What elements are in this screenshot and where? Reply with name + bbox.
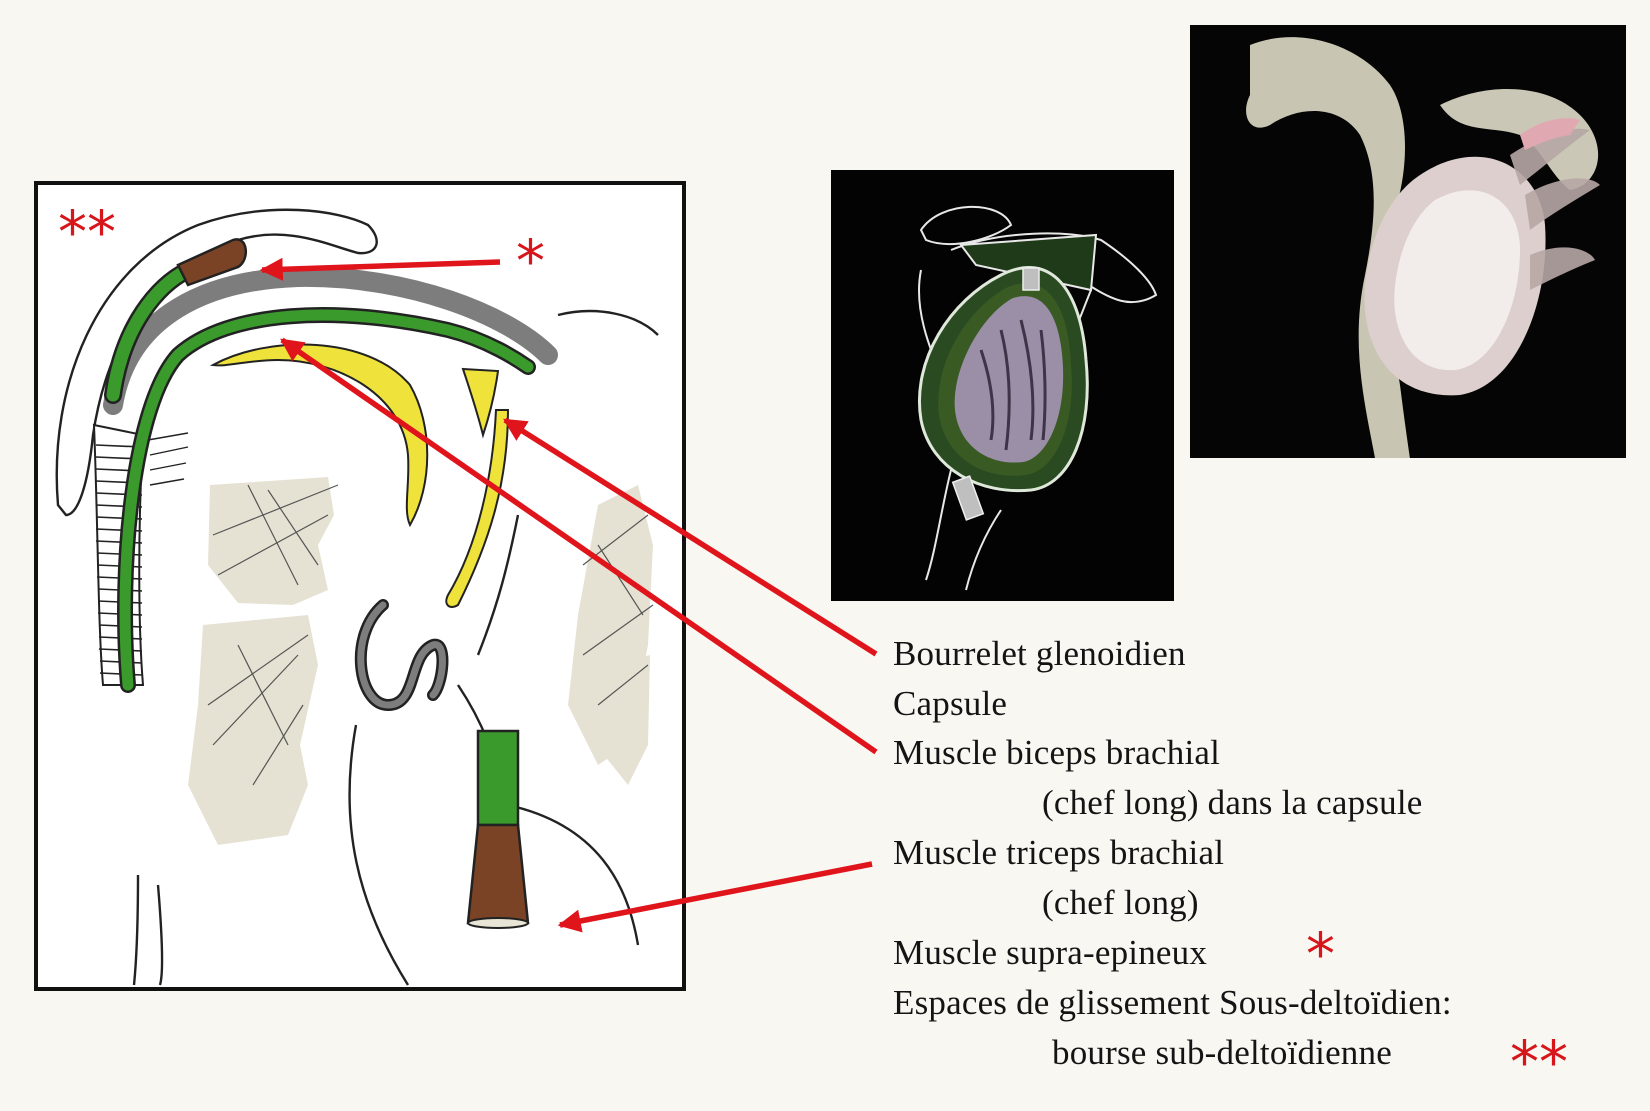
legend-biceps-1: Muscle biceps brachial: [893, 733, 1221, 772]
biceps-tendon-stump: [1022, 267, 1040, 291]
star-double-legend: **: [1510, 1028, 1568, 1096]
labrum-yellow-left: [209, 343, 429, 528]
legend-triceps-2: (chef long): [1042, 883, 1199, 922]
labrum-yellow-right: [461, 367, 500, 439]
legend-capsule: Capsule: [893, 684, 1008, 723]
diagram-drawing: [55, 208, 659, 986]
shoulder-3d-drawing: [1246, 37, 1600, 459]
legend-biceps-2: (chef long) dans la capsule: [1042, 783, 1423, 822]
star-single-legend: *: [1306, 920, 1335, 988]
shoulder-coronal-section-diagram: [34, 181, 686, 991]
star-double-diagram: **: [58, 198, 116, 266]
bursa-shape: [55, 208, 378, 517]
shoulder-3d-render: [1190, 25, 1626, 459]
arrow-triceps: [557, 861, 873, 933]
glenoid-labrum-illustration: [831, 170, 1174, 601]
legend-triceps-1: Muscle triceps brachial: [893, 833, 1225, 872]
star-single-diagram: *: [516, 227, 545, 295]
glenoid-cavity: [1394, 190, 1520, 371]
scapula-bone: [1246, 37, 1410, 459]
legend-bourrelet: Bourrelet glenoidien: [893, 634, 1186, 673]
arrow-bourrelet: [503, 417, 878, 657]
acromion-green-band: [959, 233, 1098, 292]
capsule-gray-arc: [103, 266, 558, 415]
arrow-supraspinatus: [259, 257, 501, 281]
legend-bourse: bourse sub-deltoïdienne: [1052, 1033, 1392, 1072]
arrow-biceps: [280, 337, 878, 755]
legend-supra: Muscle supra-epineux: [893, 933, 1208, 972]
bone-texture: [188, 477, 654, 845]
glenoid-drawing: [918, 205, 1158, 591]
supraspinatus-brown: [176, 238, 247, 287]
legend-espaces: Espaces de glissement Sous-deltoïdien:: [893, 983, 1452, 1022]
